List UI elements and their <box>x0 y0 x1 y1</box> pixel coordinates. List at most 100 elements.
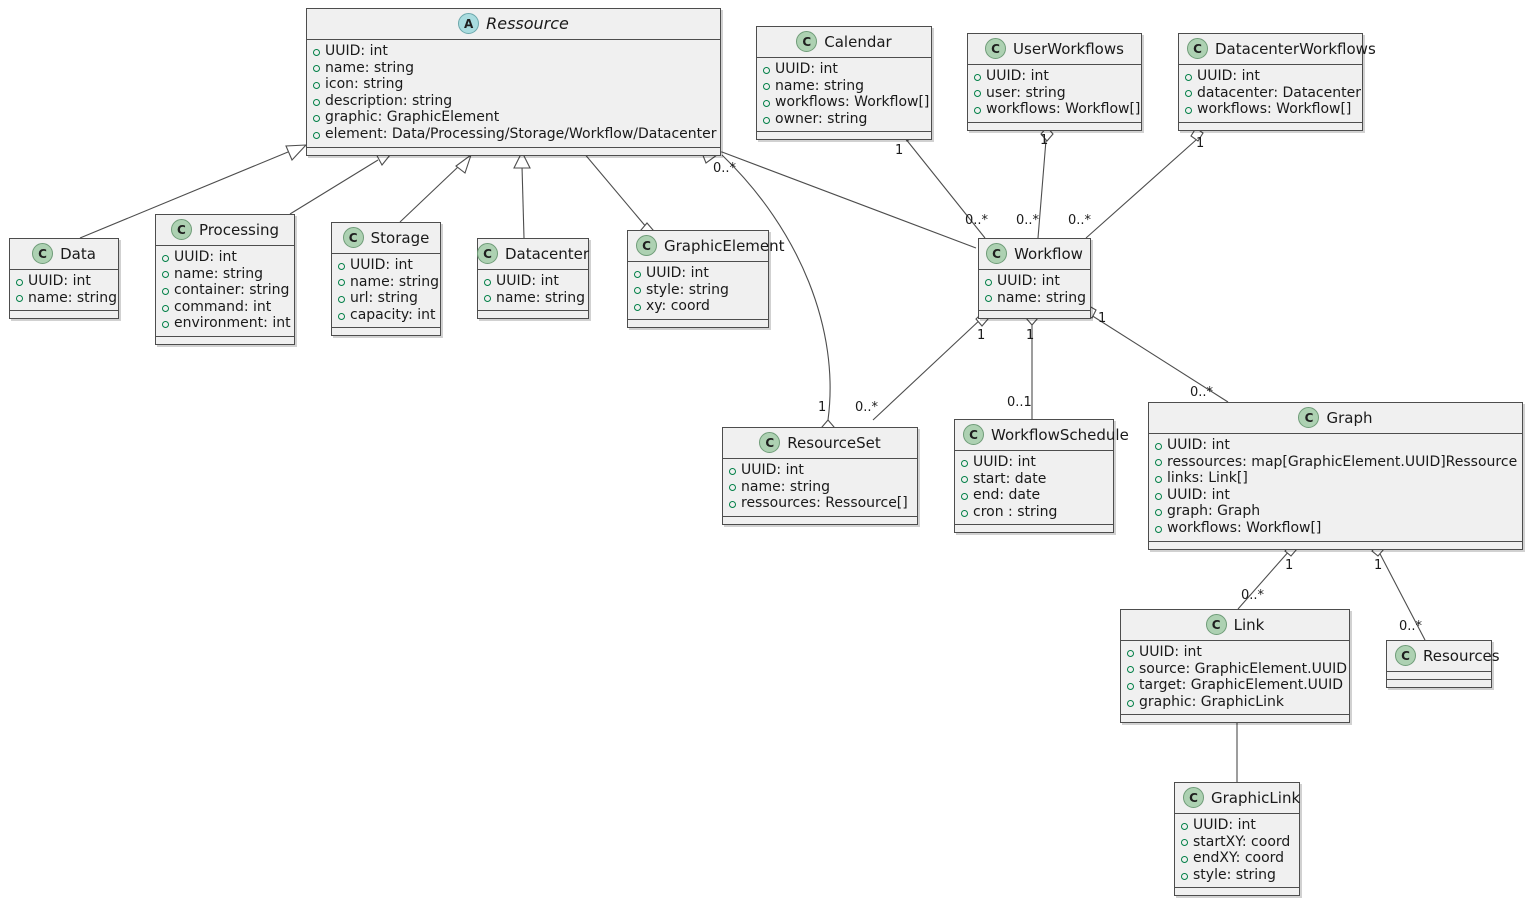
public-visibility-icon <box>484 278 491 286</box>
public-visibility-icon <box>313 81 320 89</box>
public-visibility-icon <box>634 287 641 295</box>
class-icon: C <box>476 243 498 264</box>
class-title-storage: Storage <box>370 228 430 247</box>
public-visibility-icon <box>338 312 345 320</box>
attribute-label: UUID: int <box>973 454 1036 470</box>
edge-userworkflows-workflow <box>1037 139 1047 239</box>
public-visibility-icon <box>1155 509 1162 517</box>
class-icon: C <box>1187 38 1208 59</box>
attribute-row: UUID: int <box>1127 644 1343 661</box>
attribute-label: UUID: int <box>496 273 559 289</box>
attribute-row: name: string <box>313 60 714 77</box>
public-visibility-icon <box>1127 699 1134 707</box>
attribute-label: UUID: int <box>1193 817 1256 833</box>
class-icon: C <box>1183 787 1204 808</box>
attribute-row: icon: string <box>313 76 714 93</box>
attribute-row: UUID: int <box>1155 437 1516 454</box>
class-icon: C <box>342 227 364 248</box>
class-icon: C <box>796 31 818 52</box>
public-visibility-icon <box>1185 73 1192 81</box>
attribute-row: style: string <box>1181 867 1293 884</box>
attribute-row: UUID: int <box>763 61 925 78</box>
attribute-row: name: string <box>16 290 117 307</box>
attribute-label: style: string <box>646 281 729 298</box>
attribute-row: url: string <box>338 290 434 307</box>
public-visibility-icon <box>961 492 968 500</box>
attribute-row: UUID: int <box>484 273 582 290</box>
attribute-row: endXY: coord <box>1181 850 1293 867</box>
attribute-row: UUID: int <box>1185 68 1356 85</box>
class-icon: C <box>986 243 1008 264</box>
attribute-row: links: Link[] <box>1155 470 1516 487</box>
attribute-label: container: string <box>174 282 290 299</box>
class-icon: C <box>32 243 54 264</box>
public-visibility-icon <box>162 321 169 329</box>
public-visibility-icon <box>961 459 968 467</box>
multiplicity-label: 1 <box>1196 136 1205 151</box>
multiplicity-label: 1 <box>1285 558 1294 573</box>
edge-storage-ressource <box>399 165 460 223</box>
attribute-row: command: int <box>162 299 288 316</box>
class-title-datacenterworkflows: DatacenterWorkflows <box>1215 39 1376 58</box>
attribute-row: UUID: int <box>985 273 1084 290</box>
attribute-row: UUID: int <box>974 68 1135 85</box>
attribute-label: graph: Graph <box>1167 503 1261 520</box>
attribute-row: ressources: map[GraphicElement.UUID]Ress… <box>1155 454 1517 471</box>
public-visibility-icon <box>974 73 981 81</box>
public-visibility-icon <box>1181 839 1188 847</box>
attribute-row: UUID: int <box>313 43 714 60</box>
attribute-label: name: string <box>997 289 1087 306</box>
attribute-row: ressources: Ressource[] <box>729 495 911 512</box>
attribute-label: environment: int <box>174 315 291 332</box>
class-icon: C <box>170 219 192 240</box>
attribute-label: source: GraphicElement.UUID <box>1139 660 1348 677</box>
public-visibility-icon <box>313 131 320 139</box>
class-title-link: Link <box>1233 615 1265 634</box>
multiplicity-label: 1 <box>977 328 986 343</box>
attribute-row: user: string <box>974 85 1135 102</box>
attribute-row: target: GraphicElement.UUID <box>1127 677 1343 694</box>
attribute-label: name: string <box>775 77 865 94</box>
public-visibility-icon <box>313 65 320 73</box>
public-visibility-icon <box>162 271 169 279</box>
attribute-row: UUID: int <box>961 454 1107 471</box>
attribute-row: end: date <box>961 487 1107 504</box>
attribute-row: datacenter: Datacenter <box>1185 85 1361 102</box>
class-methods-storage <box>332 328 440 336</box>
public-visibility-icon <box>338 279 345 287</box>
class-methods-datacenterworkflows <box>1179 122 1362 130</box>
attribute-label: UUID: int <box>986 68 1049 84</box>
multiplicity-label: 1 <box>895 143 904 158</box>
class-title-ressource: Ressource <box>486 14 569 33</box>
public-visibility-icon <box>634 303 641 311</box>
attribute-row: UUID: int <box>16 273 112 290</box>
multiplicity-label: 1 <box>1098 311 1107 326</box>
public-visibility-icon <box>338 295 345 303</box>
